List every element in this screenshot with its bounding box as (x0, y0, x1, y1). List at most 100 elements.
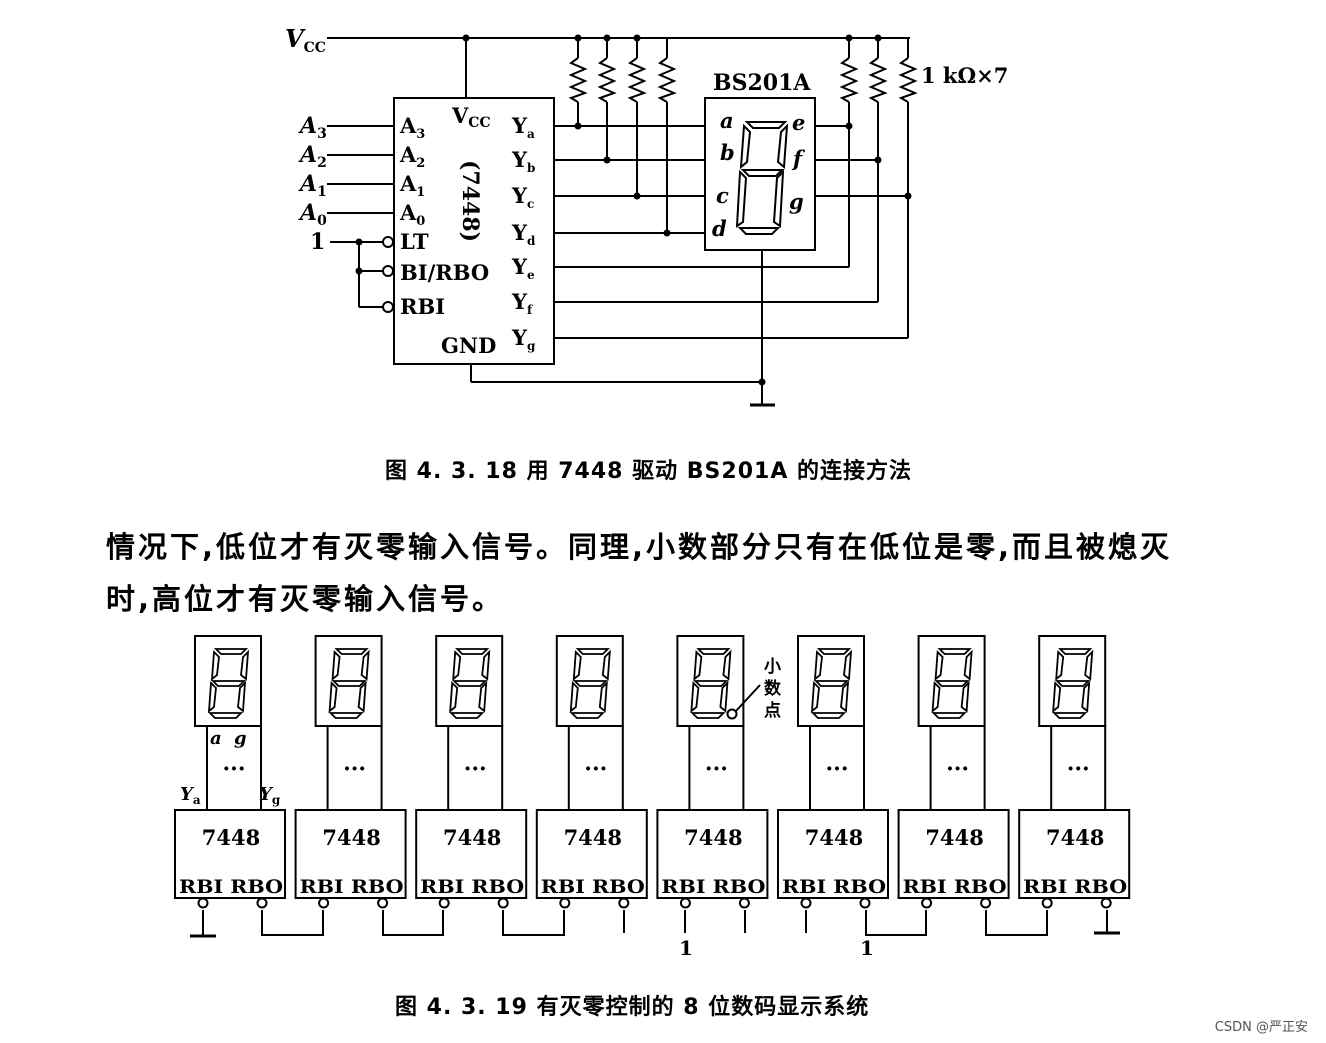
seven-segment-icon (328, 648, 370, 719)
bus-ellipsis: ··· (946, 756, 969, 782)
rbo-pin (980, 897, 992, 909)
seven-segment-icon (931, 648, 973, 719)
pin-a3: A3 (399, 113, 425, 142)
chip-label: 7448 (564, 825, 622, 850)
seven-segment-digit (735, 121, 789, 235)
rbo-pin (256, 897, 268, 909)
figure-19-caption: 图 4. 3. 19 有灭零控制的 8 位数码显示系统 (395, 995, 870, 1020)
segment-bus (326, 725, 383, 811)
logic-one-lt: 1 (310, 229, 325, 255)
seg-a-label: a (720, 108, 734, 133)
digit-display (1038, 635, 1107, 727)
digit-display (917, 635, 986, 727)
seven-segment-icon (1052, 648, 1094, 719)
bus-ellipsis: ··· (705, 756, 728, 782)
logic-one-b: 1 (860, 936, 874, 960)
seven-segment-icon (449, 648, 491, 719)
figure-7448-bs201a-circuit: VCC A3 A2 A1 A0 1 A3 A2 A1 A0 LT BI/RBO … (285, 24, 1008, 407)
rbo-pin (497, 897, 509, 909)
chip-label: 7448 (202, 825, 260, 850)
chip-pin-labels: RBI RBO (782, 876, 886, 898)
pin-ye: Ye (511, 254, 535, 282)
decimal-point-label-3: 点 (764, 700, 781, 721)
decoder-chip (656, 809, 769, 899)
pin-lt: LT (400, 229, 429, 254)
decoder-chip (174, 809, 286, 899)
segment-bus (688, 725, 745, 811)
logic-one-a: 1 (679, 936, 693, 960)
digit-display (676, 635, 745, 727)
digit-display (194, 635, 262, 727)
pin-rbi: RBI (400, 294, 445, 319)
pin-a2: A2 (399, 142, 425, 171)
decimal-point-icon (726, 708, 738, 720)
pin-ya: Ya (511, 113, 535, 141)
digit-display (797, 635, 865, 727)
chip-pin-labels: RBI RBO (661, 876, 765, 898)
input-a3-label: A3 (298, 113, 327, 142)
decoder-chip (294, 809, 407, 899)
decoder-chip (897, 809, 1010, 899)
segment-bus (1050, 725, 1107, 811)
chip-pin-labels: RBI RBO (420, 876, 524, 898)
seg-c-label: c (716, 183, 729, 208)
chip-pin-labels: RBI RBO (1023, 876, 1127, 898)
seven-segment-icon (569, 648, 611, 719)
out-ya-label: Ya (180, 784, 201, 807)
rbo-pin (618, 897, 630, 909)
chip-pin-labels: RBI RBO (541, 876, 645, 898)
decoder-chip (415, 809, 528, 899)
decimal-point-label-2: 数 (764, 678, 782, 699)
chip-label: 7448 (1046, 825, 1104, 850)
seg-e-label: e (792, 110, 805, 135)
pin-yg: Yg (511, 325, 536, 353)
bus-ellipsis: ··· (223, 756, 246, 782)
chip-label: 7448 (805, 825, 863, 850)
paragraph-line-2: 时,高位才有灭零输入信号。 (106, 582, 505, 616)
segment-bus (929, 725, 986, 811)
resistor-label: 1 kΩ×7 (921, 63, 1008, 88)
rbo-pin (1100, 897, 1112, 909)
rbi-pin (318, 897, 330, 909)
input-a0-label: A0 (298, 200, 327, 229)
decoder-chip (535, 809, 648, 899)
rbo-pin (377, 897, 389, 909)
seven-segment-icon (690, 648, 732, 719)
chip-name: (7448) (457, 160, 483, 242)
pin-bi-rbo: BI/RBO (400, 260, 489, 285)
rbi-pin (438, 897, 450, 909)
watermark: CSDN @严正安 (1214, 1020, 1308, 1035)
bus-ellipsis: ··· (1067, 756, 1090, 782)
seg-g-label: g (789, 189, 804, 214)
input-a2-label: A2 (298, 142, 327, 171)
input-a1-label: A1 (298, 171, 327, 200)
rbi-pin (679, 897, 691, 909)
chip-pin-labels: RBI RBO (903, 876, 1007, 898)
vcc-label: VCC (285, 24, 326, 56)
pin-yf: Yf (511, 289, 533, 317)
digit-display (555, 635, 624, 727)
chip-pin-labels: RBI RBO (300, 876, 404, 898)
segment-bus (809, 725, 865, 811)
chip-pin-labels: RBI RBO (179, 876, 283, 898)
pin-a1: A1 (399, 171, 425, 200)
decoder-chip (1018, 809, 1131, 899)
segment-bus (567, 725, 624, 811)
bus-ellipsis: ··· (464, 756, 487, 782)
digit-display (314, 635, 383, 727)
seven-segment-icon (207, 648, 250, 719)
digit-display (435, 635, 504, 727)
segment-bus (447, 725, 504, 811)
figure-18-caption: 图 4. 3. 18 用 7448 驱动 BS201A 的连接方法 (385, 459, 913, 484)
segment-bus (206, 725, 262, 811)
bus-ellipsis: ··· (826, 756, 849, 782)
pin-yd: Yd (511, 220, 536, 248)
paragraph-line-1: 情况下,低位才有灭零输入信号。同理,小数部分只有在低位是零,而且被熄灭 (106, 530, 1173, 564)
